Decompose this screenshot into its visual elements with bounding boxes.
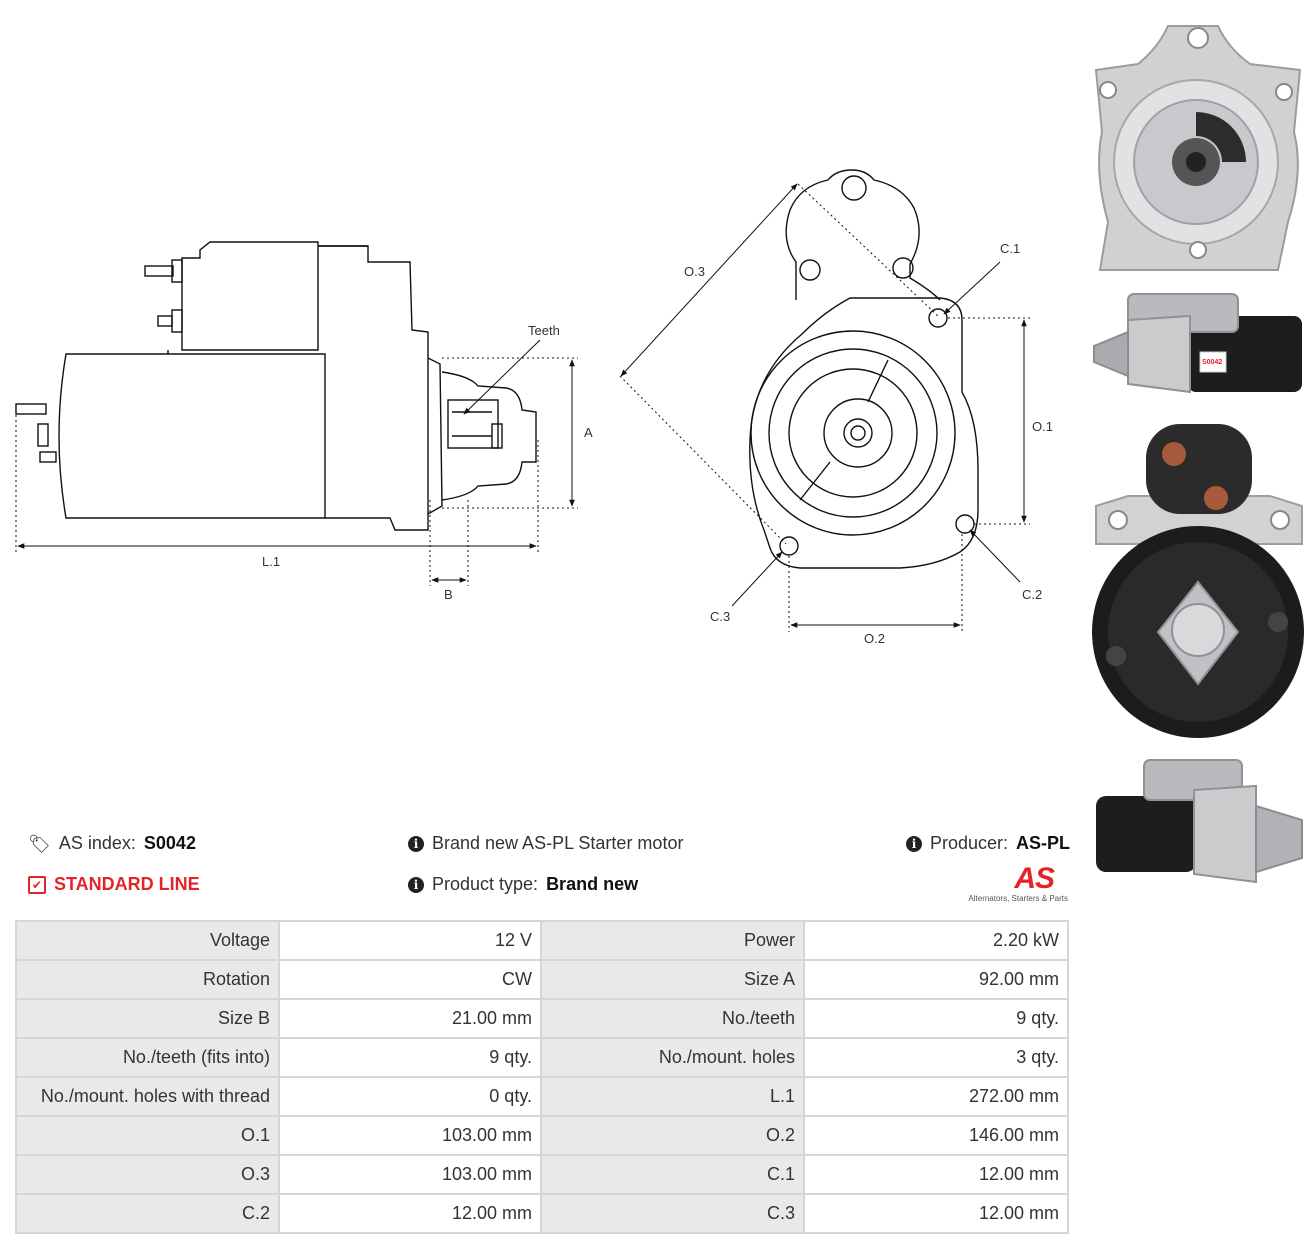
spec-value: 9 qty. (803, 998, 1069, 1039)
label-teeth: Teeth (528, 323, 560, 338)
spec-value: 2.20 kW (803, 920, 1069, 961)
product-line: ✔ STANDARD LINE (28, 874, 200, 895)
producer-value: AS-PL (1016, 833, 1071, 853)
label-o1: O.1 (1032, 419, 1053, 434)
table-row: Size B 21.00 mm No./teeth 9 qty. (15, 998, 1069, 1039)
spec-value: 12 V (278, 920, 542, 961)
label-c2: C.2 (1022, 587, 1042, 602)
brand-info: i Brand new AS-PL Starter motor (408, 833, 683, 854)
spec-value: 12.00 mm (803, 1154, 1069, 1195)
spec-label: C.2 (15, 1193, 280, 1234)
specs-table: Voltage 12 V Power 2.20 kW Rotation CW S… (15, 920, 1069, 1234)
label-b: B (444, 587, 453, 602)
photo-side-left: S0042 (1093, 293, 1302, 394)
label-a: A (584, 425, 593, 440)
producer: i Producer: AS-PL (906, 833, 1070, 854)
checkbox-icon: ✔ (28, 875, 46, 894)
product-type-label: Product type: (432, 874, 539, 894)
as-index-label: AS index: (58, 833, 136, 853)
spec-label: Size A (540, 959, 805, 1000)
photo-sticker-text: S0042 (1202, 359, 1222, 366)
spec-label: Size B (15, 998, 280, 1039)
front-dimensions (619, 183, 1030, 632)
info-icon: i (408, 835, 424, 852)
spec-value: 103.00 mm (278, 1154, 542, 1195)
spec-label: O.1 (15, 1115, 280, 1156)
spec-value: 3 qty. (803, 1037, 1069, 1078)
photo-front-flange (1094, 25, 1302, 271)
table-row: C.2 12.00 mm C.3 12.00 mm (15, 1193, 1069, 1234)
info-icon: i (906, 835, 922, 852)
table-row: Rotation CW Size A 92.00 mm (15, 959, 1069, 1000)
table-row: No./mount. holes with thread 0 qty. L.1 … (15, 1076, 1069, 1117)
spec-value: 12.00 mm (278, 1193, 542, 1234)
spec-label: Rotation (15, 959, 280, 1000)
spec-value: 21.00 mm (278, 998, 542, 1039)
spec-value: 92.00 mm (803, 959, 1069, 1000)
spec-value: 146.00 mm (803, 1115, 1069, 1156)
spec-label: No./teeth (fits into) (15, 1037, 280, 1078)
photo-rear-view (1092, 424, 1304, 738)
label-c1: C.1 (1000, 241, 1020, 256)
side-dimensions (15, 339, 578, 586)
spec-label: L.1 (540, 1076, 805, 1117)
spec-label: C.1 (540, 1154, 805, 1195)
table-row: O.1 103.00 mm O.2 146.00 mm (15, 1115, 1069, 1156)
as-index: 🏷︎ AS index: S0042 (28, 833, 196, 854)
spec-label: No./mount. holes (540, 1037, 805, 1078)
spec-label: No./teeth (540, 998, 805, 1039)
product-type: i Product type: Brand new (408, 874, 638, 895)
spec-label: Power (540, 920, 805, 961)
label-o3: O.3 (684, 264, 705, 279)
spec-value: 12.00 mm (803, 1193, 1069, 1234)
spec-label: C.3 (540, 1193, 805, 1234)
photo-side-right (1096, 759, 1303, 884)
spec-value: CW (278, 959, 542, 1000)
producer-label: Producer: (930, 833, 1009, 853)
spec-label: O.3 (15, 1154, 280, 1195)
as-logo-mark: AS (1014, 862, 1055, 895)
front-view (749, 169, 979, 569)
product-type-value: Brand new (546, 874, 639, 894)
spec-label: O.2 (540, 1115, 805, 1156)
label-l1: L.1 (262, 554, 280, 569)
table-row: O.3 103.00 mm C.1 12.00 mm (15, 1154, 1069, 1195)
tag-icon: 🏷︎ (28, 833, 51, 854)
spec-label: Voltage (15, 920, 280, 961)
spec-label: No./mount. holes with thread (15, 1076, 280, 1117)
label-o2: O.2 (864, 631, 885, 646)
label-c3: C.3 (710, 609, 730, 624)
table-row: Voltage 12 V Power 2.20 kW (15, 920, 1069, 961)
as-logo: AS Alternators, Starters & Parts (964, 862, 1068, 904)
info-icon: i (408, 876, 424, 893)
spec-value: 9 qty. (278, 1037, 542, 1078)
as-index-value: S0042 (143, 833, 196, 853)
spec-value: 272.00 mm (803, 1076, 1069, 1117)
technical-drawing: Teeth A L.1 B O.1 O.2 O.3 C.1 C.2 C.3 (15, 169, 1053, 646)
spec-value: 103.00 mm (278, 1115, 542, 1156)
brand-text: Brand new AS-PL Starter motor (432, 833, 684, 853)
product-line-label: STANDARD LINE (54, 874, 200, 894)
as-logo-tagline: Alternators, Starters & Parts (968, 894, 1068, 903)
side-view (15, 241, 537, 531)
table-row: No./teeth (fits into) 9 qty. No./mount. … (15, 1037, 1069, 1078)
spec-value: 0 qty. (278, 1076, 542, 1117)
